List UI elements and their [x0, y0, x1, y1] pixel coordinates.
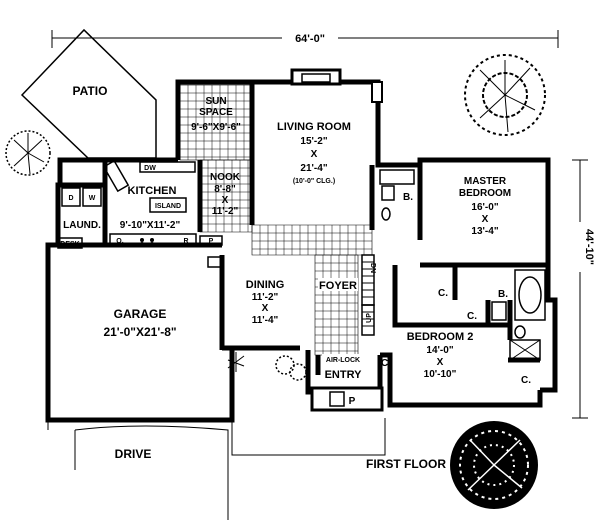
master-label-2: BEDROOM	[459, 188, 511, 199]
kitchen-fixtures	[102, 159, 223, 268]
dining-w: 11'-2"	[252, 292, 279, 303]
master-label-1: MASTER	[464, 176, 507, 187]
bedroom-2-x: X	[437, 357, 444, 368]
porch-label: P	[349, 396, 356, 407]
closet-3-label: C.	[381, 358, 391, 369]
master-h: 13'-4"	[471, 226, 498, 237]
bath-1-label: B.	[403, 192, 413, 203]
entry-label: ENTRY	[325, 369, 363, 381]
oven-label: O.	[116, 238, 123, 245]
floor-label: FIRST FLOOR	[366, 457, 446, 471]
living-room-h: 21'-4"	[300, 163, 327, 174]
sunspace-size: 9'-6"X9'-6"	[191, 122, 241, 133]
drive-label: DRIVE	[115, 447, 152, 461]
island-label: ISLAND	[155, 203, 181, 210]
stair-up-label: UP	[366, 313, 373, 323]
garage-label: GARAGE	[114, 307, 167, 321]
tree-left	[5, 130, 51, 176]
foyer-label: FOYER	[319, 280, 357, 292]
dw-label: DW	[144, 165, 156, 172]
master-w: 16'-0"	[471, 202, 498, 213]
bath-2-label: B.	[498, 289, 508, 300]
sunspace-label-1: SUN	[205, 96, 226, 107]
patio-label: PATIO	[73, 84, 108, 98]
bedroom-2-w: 14'-0"	[426, 345, 453, 356]
pantry-label: P	[209, 238, 214, 245]
bedroom-2-h: 10'-10"	[424, 369, 457, 380]
depth-dimension: 44'-10"	[572, 159, 595, 419]
living-room-ceiling: (10'-0" CLG.)	[293, 178, 335, 185]
bedroom-2-label: BEDROOM 2	[407, 331, 474, 343]
dryer-label: D	[68, 195, 73, 202]
washer-label: W	[89, 195, 96, 202]
shrubs	[227, 352, 307, 381]
sunspace-label-2: SPACE	[199, 107, 233, 118]
depth-label: 44'-10"	[583, 229, 595, 265]
master-x: X	[482, 214, 489, 225]
width-dimension: 64'-0"	[51, 30, 559, 48]
nook-w: 8'-8"	[214, 184, 236, 195]
air-lock-label: AIR-LOCK	[326, 357, 360, 364]
kitchen-label: KITCHEN	[128, 185, 177, 197]
living-room-label: LIVING ROOM	[277, 121, 351, 133]
stair-down-label: DN	[369, 263, 376, 273]
tree-top-right	[464, 54, 546, 136]
patio: PATIO	[20, 28, 157, 159]
kitchen-size: 9'-10"X11'-2"	[120, 220, 181, 231]
refrigerator-label: R	[183, 238, 188, 245]
living-room-w: 15'-2"	[300, 136, 327, 147]
tree-bottom-right	[450, 421, 538, 509]
garage-size: 21'-0"X21'-8"	[103, 325, 176, 339]
room-labels: SUN SPACE 9'-6"X9'-6" LIVING ROOM 15'-2"…	[60, 96, 531, 471]
fireplace	[290, 68, 383, 103]
nook-h: 11'-2"	[212, 206, 239, 217]
bath-fixtures	[379, 169, 546, 361]
dining-label: DINING	[246, 279, 285, 291]
stairs	[361, 254, 375, 336]
width-label: 64'-0"	[295, 33, 325, 45]
nook-x: X	[222, 195, 229, 206]
driveway	[47, 418, 386, 520]
laundry-label: LAUND.	[63, 220, 101, 231]
dining-h: 11'-4"	[252, 315, 279, 326]
nook-label: NOOK	[210, 172, 241, 183]
living-room-x: X	[311, 149, 318, 160]
closet-2-label: C.	[467, 311, 477, 322]
closet-4-label: C.	[521, 375, 531, 386]
porch	[310, 386, 384, 412]
dining-x: X	[262, 303, 269, 314]
desk-label: DESK	[60, 241, 79, 248]
laundry-fixtures	[57, 187, 102, 249]
closet-1-label: C.	[438, 288, 448, 299]
